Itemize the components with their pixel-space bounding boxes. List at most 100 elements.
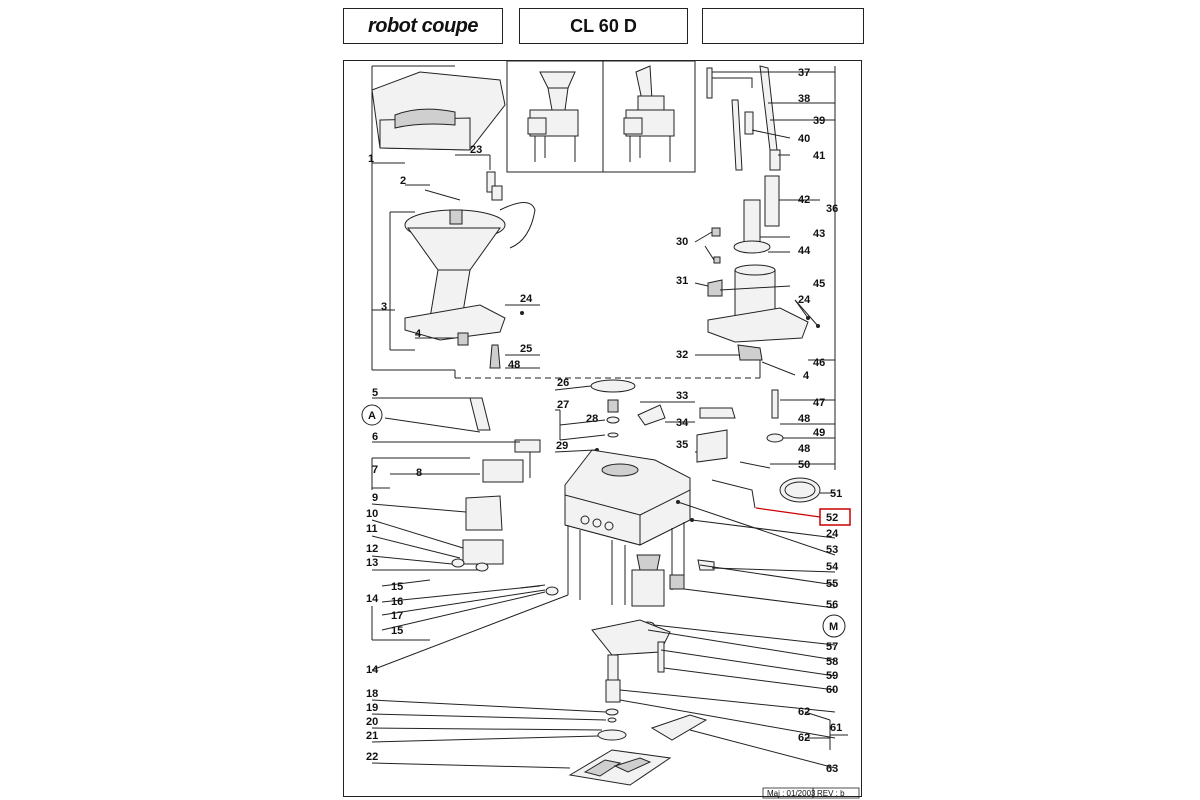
drive-plate-part bbox=[568, 619, 708, 786]
callout-44: 44 bbox=[798, 245, 811, 257]
feed-head-part bbox=[404, 171, 536, 319]
callout-circle-a bbox=[361, 404, 383, 426]
callout-43: 43 bbox=[813, 228, 825, 240]
callout-63: 63 bbox=[826, 763, 838, 775]
callout-17: 17 bbox=[391, 610, 403, 622]
callout-51: 51 bbox=[830, 488, 842, 500]
callout-55: 55 bbox=[826, 578, 838, 590]
inset-view-right bbox=[602, 60, 696, 173]
callout-48-top: 48 bbox=[508, 359, 520, 371]
callout-16: 16 bbox=[391, 596, 403, 608]
callout-13: 13 bbox=[366, 557, 378, 569]
callout-37: 37 bbox=[798, 67, 810, 79]
callout-47: 47 bbox=[813, 397, 825, 409]
callout-38: 38 bbox=[798, 93, 810, 105]
small-bracket-parts bbox=[451, 397, 736, 596]
callout-24-right: 24 bbox=[798, 294, 811, 306]
callout-45: 45 bbox=[813, 278, 825, 290]
callout-62-top: 62 bbox=[798, 706, 810, 718]
callout-2: 2 bbox=[400, 175, 406, 187]
highlight-box-52 bbox=[819, 508, 851, 526]
callout-15-bottom: 15 bbox=[391, 625, 403, 637]
callout-24-left: 24 bbox=[520, 293, 533, 305]
footer-maj: Maj : 01/2003 bbox=[767, 789, 816, 798]
callout-12: 12 bbox=[366, 543, 378, 555]
callout-54: 54 bbox=[826, 561, 839, 573]
callout-25: 25 bbox=[520, 343, 532, 355]
callout-21: 21 bbox=[366, 730, 378, 742]
callout-8: 8 bbox=[416, 467, 422, 479]
callout-59: 59 bbox=[826, 670, 838, 682]
lever-part bbox=[676, 389, 821, 571]
callout-42: 42 bbox=[798, 194, 810, 206]
callout-56: 56 bbox=[826, 599, 838, 611]
callout-labels: 1 2 3 4 23 24 25 48 5 A 6 7 8 9 10 11 12… bbox=[361, 67, 851, 775]
callout-14-top: 14 bbox=[366, 593, 379, 605]
callout-52: 52 bbox=[826, 512, 838, 524]
callout-19: 19 bbox=[366, 702, 378, 714]
callout-40: 40 bbox=[798, 133, 810, 145]
callout-30: 30 bbox=[676, 236, 688, 248]
cylinder-feed-part bbox=[707, 264, 820, 361]
callout-m: M bbox=[829, 621, 838, 633]
callout-15-top: 15 bbox=[391, 581, 403, 593]
callout-39: 39 bbox=[813, 115, 825, 127]
callout-36: 36 bbox=[826, 203, 838, 215]
inset-machine-right bbox=[623, 65, 675, 162]
callout-35: 35 bbox=[676, 439, 688, 451]
leader-lines bbox=[371, 71, 848, 769]
callout-4-left: 4 bbox=[415, 328, 422, 340]
callout-31: 31 bbox=[676, 275, 688, 287]
callout-32: 32 bbox=[676, 349, 688, 361]
callout-26: 26 bbox=[557, 377, 569, 389]
callout-9: 9 bbox=[372, 492, 378, 504]
callout-61: 61 bbox=[830, 722, 842, 734]
callout-60: 60 bbox=[826, 684, 838, 696]
callout-10: 10 bbox=[366, 508, 378, 520]
callout-57: 57 bbox=[826, 641, 838, 653]
callout-11: 11 bbox=[366, 523, 378, 535]
motor-part bbox=[631, 554, 685, 629]
hopper-part bbox=[371, 71, 506, 151]
revision-footer: Maj : 01/2003 REV : b bbox=[762, 787, 860, 799]
callout-48-mid: 48 bbox=[798, 413, 810, 425]
callout-a: A bbox=[368, 410, 376, 422]
inset-machine-left bbox=[527, 71, 579, 162]
callout-58: 58 bbox=[826, 656, 838, 668]
callout-50: 50 bbox=[798, 459, 810, 471]
model-title-box: CL 60 D bbox=[519, 8, 688, 44]
callout-circle-m bbox=[822, 614, 846, 638]
footer-rev: REV : b bbox=[817, 789, 845, 798]
callout-5: 5 bbox=[372, 387, 378, 399]
callout-53: 53 bbox=[826, 544, 838, 556]
callout-33: 33 bbox=[676, 390, 688, 402]
blank-header-box bbox=[702, 8, 864, 44]
callout-7: 7 bbox=[372, 464, 378, 476]
callout-23: 23 bbox=[470, 144, 482, 156]
base-plate-part bbox=[404, 304, 524, 369]
callout-6: 6 bbox=[372, 431, 378, 443]
brand-logo-box: robot coupe bbox=[343, 8, 503, 44]
callout-24-low: 24 bbox=[826, 528, 839, 540]
callout-49: 49 bbox=[813, 427, 825, 439]
callout-48-low: 48 bbox=[798, 443, 810, 455]
callout-28: 28 bbox=[586, 413, 598, 425]
callout-22: 22 bbox=[366, 751, 378, 763]
inset-views bbox=[506, 60, 696, 173]
callout-18: 18 bbox=[366, 688, 378, 700]
callout-4-right: 4 bbox=[803, 370, 810, 382]
callout-14-bottom: 14 bbox=[366, 664, 379, 676]
pusher-assembly-part bbox=[706, 65, 781, 264]
callout-20: 20 bbox=[366, 716, 378, 728]
callout-29: 29 bbox=[556, 440, 568, 452]
callout-3: 3 bbox=[381, 301, 387, 313]
callout-1: 1 bbox=[368, 153, 374, 165]
callout-34: 34 bbox=[676, 417, 689, 429]
machine-body-part bbox=[564, 449, 691, 605]
callout-46: 46 bbox=[813, 357, 825, 369]
callout-27: 27 bbox=[557, 399, 569, 411]
brand-logo: robot coupe bbox=[367, 14, 479, 37]
model-title: CL 60 D bbox=[570, 15, 637, 36]
callout-41: 41 bbox=[813, 150, 825, 162]
